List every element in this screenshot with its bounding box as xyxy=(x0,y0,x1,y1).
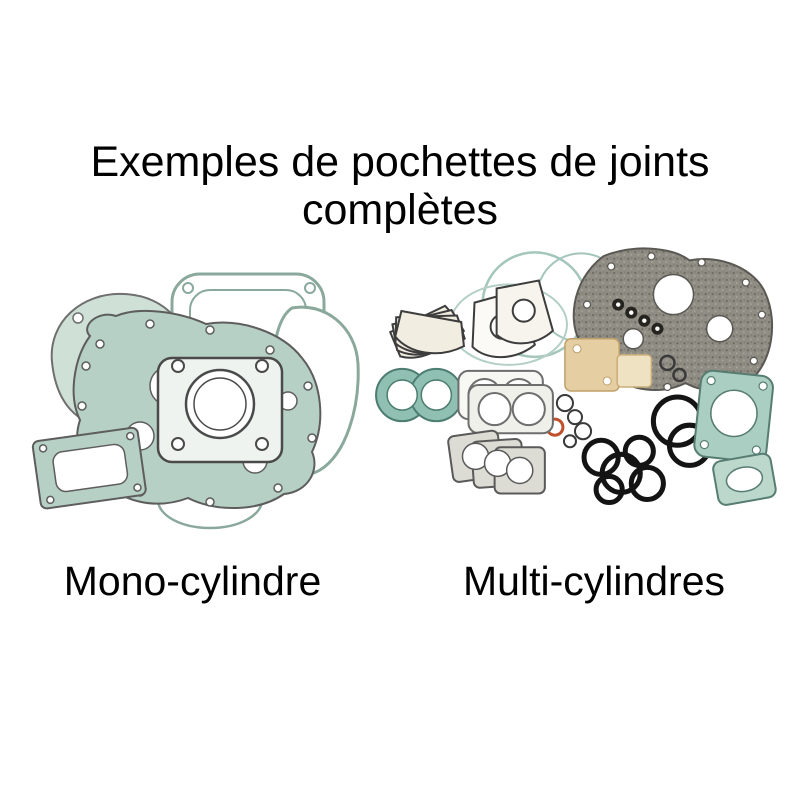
triangle-outline-gaskets xyxy=(471,279,555,359)
washer-row xyxy=(612,298,664,335)
twin-bore-head-gaskets xyxy=(457,369,554,435)
mono-gasket-svg xyxy=(31,272,360,530)
small-o-rings xyxy=(555,354,687,449)
teal-cover-gasket-right xyxy=(693,369,774,463)
reed-gasket-stack xyxy=(388,304,466,359)
multi-gasket-svg xyxy=(375,247,777,506)
mono-cylinder-gasket-kit-image xyxy=(20,266,370,551)
black-o-ring-cluster xyxy=(581,434,666,506)
twin-bore-base-gasket xyxy=(375,367,464,423)
page-title-line2: complètes xyxy=(302,186,498,235)
beige-paper-gaskets xyxy=(564,338,653,392)
page-title: Exemples de pochettes de joints complète… xyxy=(0,138,800,234)
teal-small-gasket-right xyxy=(712,452,777,506)
multi-cylinder-gasket-kit-image xyxy=(366,242,786,534)
exhaust-gasket-stack xyxy=(447,429,546,495)
caption-multi-cylindres: Multi-cylindres xyxy=(463,558,725,604)
rectangular-cover-gasket xyxy=(31,426,147,510)
caption-mono-cylindre: Mono-cylindre xyxy=(63,558,322,604)
cylinder-head-gasket xyxy=(156,356,284,464)
page-title-line1: Exemples de pochettes de joints xyxy=(90,138,710,186)
